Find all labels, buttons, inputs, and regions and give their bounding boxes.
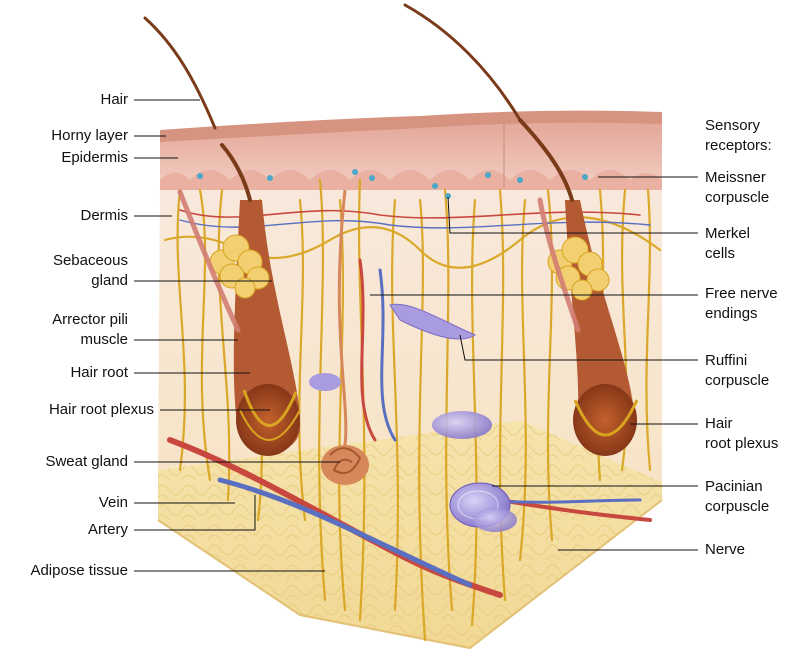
label-pacinian-line1: Pacinian [705, 478, 763, 495]
leader-artery [134, 495, 256, 531]
sebaceous-glands [209, 234, 610, 301]
label-free-nerve-line2: endings [705, 305, 758, 322]
label-sensory-receptors-line1: Sensory [705, 117, 761, 134]
label-hair-root-plexus-right-line1: Hair [705, 415, 733, 432]
label-merkel-line1: Merkel [705, 225, 751, 242]
adipose-tissue-layer [157, 420, 663, 650]
label-free-nerve-line1: Free nerve [705, 285, 778, 302]
receptor-dots [197, 169, 588, 199]
label-sebaceous-line2: gland [91, 272, 128, 289]
label-vein: Vein [98, 494, 128, 511]
sweat-gland [321, 189, 369, 485]
ruffini-corpuscle [309, 303, 477, 391]
pacinian-corpuscle [432, 411, 517, 532]
label-merkel-line2: cells [705, 245, 736, 262]
label-ruffini-line2: corpuscle [705, 372, 770, 389]
arrector-pili-muscles [177, 189, 581, 333]
label-meissner-line2: corpuscle [705, 189, 770, 206]
horny-layer [160, 110, 662, 142]
label-hair-root-plexus-right-line2: root plexus [705, 435, 779, 452]
label-epidermis: Epidermis [61, 149, 128, 166]
label-sweat-gland: Sweat gland [45, 453, 128, 470]
label-arrector-pili-line1: Arrector pili [52, 311, 128, 328]
label-meissner-line1: Meissner [705, 169, 766, 186]
epidermis-layer [160, 118, 662, 190]
label-hair: Hair [100, 91, 128, 108]
hair-shafts [143, 3, 574, 202]
label-sensory-receptors-line2: receptors: [705, 137, 772, 154]
label-adipose-tissue: Adipose tissue [30, 562, 128, 579]
label-dermis: Dermis [80, 207, 129, 224]
label-hair-root: Hair root [70, 364, 128, 381]
leader-ruffini [459, 334, 698, 361]
label-artery: Artery [87, 521, 128, 538]
label-hair-root-plexus-left: Hair root plexus [48, 401, 154, 418]
label-sebaceous-line1: Sebaceous [52, 252, 128, 269]
label-arrector-pili-line2: muscle [80, 331, 128, 348]
label-pacinian-line2: corpuscle [705, 498, 770, 515]
label-nerve: Nerve [705, 541, 746, 558]
leader-merkel [447, 196, 698, 234]
label-horny-layer: Horny layer [51, 127, 128, 144]
label-ruffini-line1: Ruffini [705, 352, 748, 369]
